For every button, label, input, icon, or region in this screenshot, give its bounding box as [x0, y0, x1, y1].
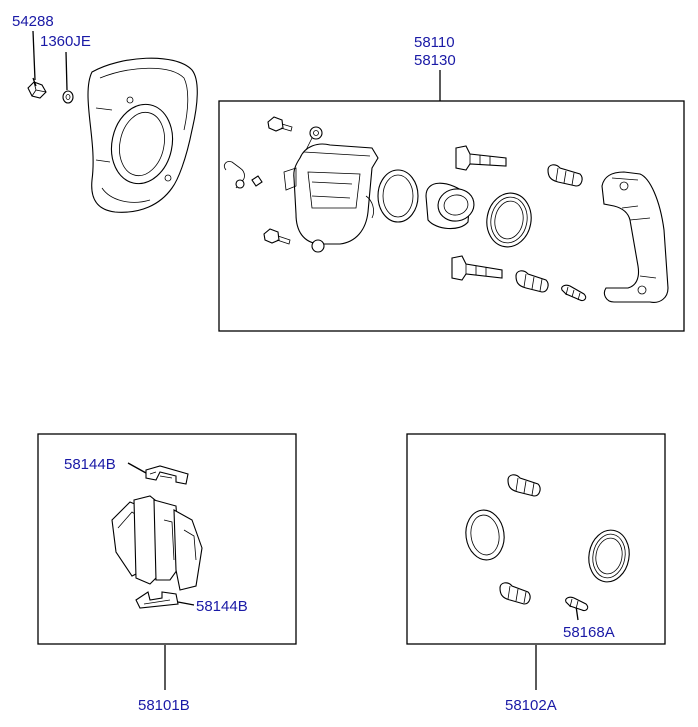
part-label-58130[interactable]: 58130 — [414, 52, 456, 69]
part-label-58110[interactable]: 58110 — [414, 34, 455, 51]
pin-boot-upper — [547, 164, 583, 187]
caliper-bracket — [601, 171, 669, 303]
part-label-1360je[interactable]: 1360JE — [40, 33, 91, 50]
caliper-assembly-box — [218, 100, 685, 332]
piston-seal — [377, 169, 419, 223]
caliper-mounting-bolt-upper — [267, 116, 293, 132]
bleeder-screw-hose — [224, 161, 263, 189]
part-label-58168a[interactable]: 58168A — [563, 624, 615, 641]
kit-piston-seal — [465, 509, 505, 561]
bolt-54288 — [27, 77, 47, 99]
pad-kit-box — [37, 433, 297, 645]
guide-pin-lower — [451, 255, 503, 281]
part-label-58144b-bottom[interactable]: 58144B — [196, 598, 248, 615]
caliper-mounting-bolt-lower — [263, 228, 291, 245]
seal-kit-box — [406, 433, 666, 645]
anti-rattle-clip-upper — [145, 465, 189, 485]
part-label-58144b-top[interactable]: 58144B — [64, 456, 116, 473]
caliper-body — [283, 126, 379, 253]
part-label-58101b[interactable]: 58101B — [138, 697, 190, 714]
piston — [425, 182, 475, 230]
washer-1360je — [62, 90, 74, 104]
pin-boot-lower — [515, 270, 549, 293]
pin-sleeve — [561, 284, 587, 302]
kit-piston-boot — [588, 529, 630, 583]
piston-boot — [486, 192, 532, 248]
kit-pin-boot-lower — [499, 582, 531, 605]
part-label-58102a[interactable]: 58102A — [505, 697, 557, 714]
part-label-54288[interactable]: 54288 — [12, 13, 54, 30]
anti-rattle-clip-lower — [135, 591, 179, 609]
kit-pin-boot-upper — [507, 474, 541, 497]
brake-pad-set — [111, 495, 203, 591]
dust-shield — [87, 57, 198, 213]
kit-pin-sleeve-58168a — [565, 596, 589, 612]
guide-pin-upper — [455, 145, 507, 171]
leader-lines — [32, 30, 579, 690]
